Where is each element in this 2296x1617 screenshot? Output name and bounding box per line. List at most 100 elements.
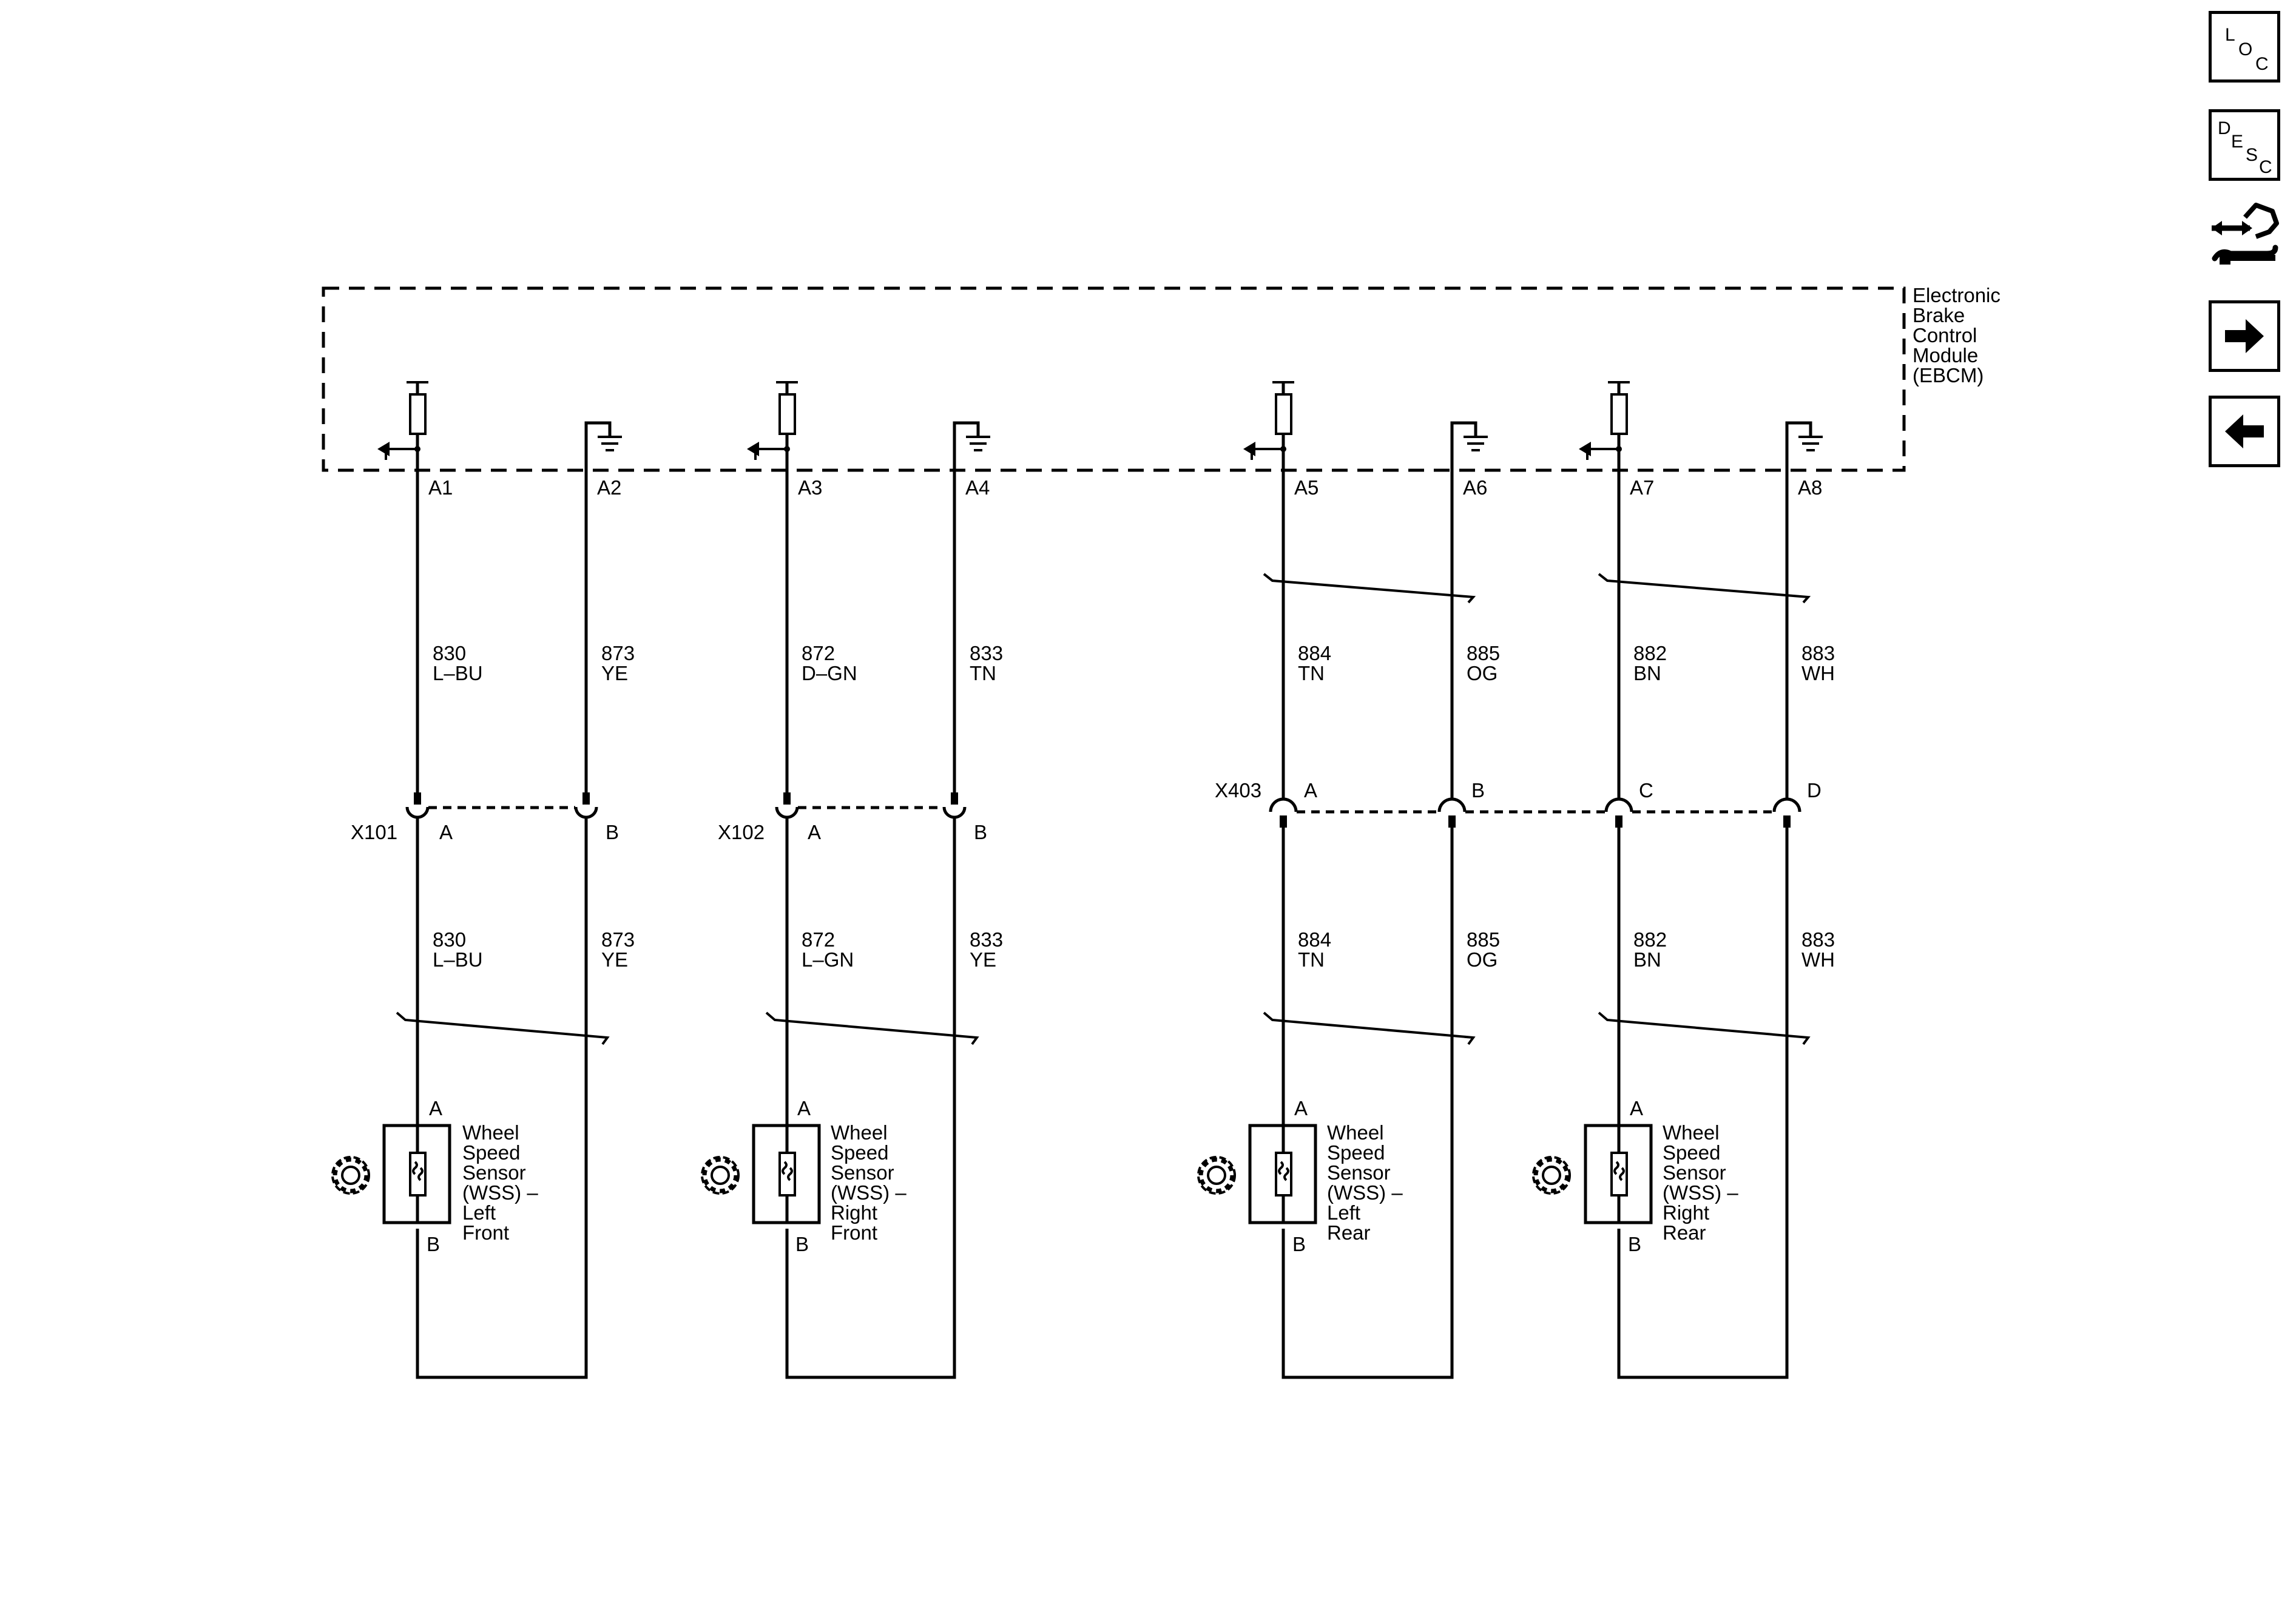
connector-pin: D [1807,779,1822,802]
arrow-right-icon [2225,319,2264,353]
sensor-label-line: Sensor [1327,1161,1391,1184]
ebcm-feed-a5 [1243,381,1294,470]
circuit-number: 830 [433,928,466,951]
ebcm-ground-a4 [953,421,990,470]
sensor-label-line: Front [831,1221,877,1244]
circuit-color: D–GN [802,662,857,684]
sensor-label-line: Speed [1663,1141,1720,1164]
gear-icon [701,1156,740,1195]
circuit-color: YE [601,662,628,684]
twisted-pair-marks-lower [396,1011,1811,1045]
arrow-left-icon [2225,414,2264,448]
module-label-line: Control [1913,324,1977,346]
sensor-pin-b: B [427,1233,440,1255]
sensor-label-line: (WSS) – [831,1181,907,1204]
sensor-label-line: Speed [462,1141,520,1164]
connector-pin: B [974,821,987,843]
circuit-number: 872 [802,928,835,951]
circuit-color: BN [1633,662,1661,684]
circuit-color: WH [1801,948,1835,971]
sensor-pin-b: B [1292,1233,1306,1255]
gear-icon [1532,1156,1571,1195]
next-page-button[interactable] [2209,300,2280,372]
circuit-color: TN [1298,662,1325,684]
loc-letter-c: C [2255,54,2269,74]
circuit-number: 882 [1633,928,1667,951]
ebcm-ground-a2 [584,421,622,470]
ebcm-ground-a6 [1450,421,1488,470]
wheel-speed-sensor-right-rear: A B Wheel Speed Sensor (WSS) – Right Rea… [1532,1097,1738,1255]
pin-label: A2 [597,476,621,499]
desc-letter-e: E [2231,132,2244,152]
twisted-pair-mark-upper-left-rear [1263,573,1476,604]
connector-pin: B [1471,779,1485,802]
gear-icon [1197,1156,1236,1195]
circuit-number: 833 [970,928,1003,951]
sensor-pin-a: A [1294,1097,1308,1119]
ebcm-feed-a7 [1579,381,1630,470]
circuit-color: L–GN [802,948,854,971]
description-view-button[interactable]: D E S C [2209,109,2280,181]
wheel-speed-sensor-left-front: A B Wheel Speed Sensor (WSS) – Left Fron… [331,1097,538,1255]
ebcm-module-label: Electronic Brake Control Module (EBCM) [1913,284,2001,387]
circuit-number: 882 [1633,642,1667,664]
circuit-color: YE [601,948,628,971]
circuit-number: 883 [1801,642,1835,664]
desc-letter-s: S [2246,145,2258,165]
circuit-number: 884 [1298,642,1331,664]
desc-letter-c: C [2259,157,2272,177]
sensor-pin-a: A [797,1097,811,1119]
connector-x101: X101 A B [351,792,619,843]
wheel-speed-sensor-right-front: A B Wheel Speed Sensor (WSS) – Right Fro… [701,1097,907,1255]
connector-name: X403 [1215,779,1261,802]
ebcm-feed-a1 [377,381,428,470]
circuit-number: 883 [1801,928,1835,951]
sensor-pin-b: B [795,1233,809,1255]
connector-name: X101 [351,821,397,843]
upper-wire-segments [416,470,1789,800]
connector-name: X102 [718,821,765,843]
sensor-label-line: Right [1663,1201,1709,1224]
sensor-label-line: (WSS) – [462,1181,538,1204]
ebcm-module-boundary [322,286,1906,472]
circuit-color: L–BU [433,662,483,684]
sensor-label-line: Front [462,1221,509,1244]
gear-icon [331,1156,370,1195]
pin-label: A5 [1294,476,1319,499]
module-label-line: Electronic [1913,284,2001,306]
sensor-label-line: Rear [1327,1221,1371,1244]
circuit-number: 872 [802,642,835,664]
pin-label: A7 [1630,476,1654,499]
previous-page-button[interactable] [2209,396,2280,467]
desc-letter-d: D [2218,118,2231,138]
sensor-label-line: Wheel [1663,1121,1720,1144]
connector-pin: B [606,821,619,843]
circuit-color: OG [1467,662,1497,684]
circuit-color: YE [970,948,996,971]
circuit-color: BN [1633,948,1661,971]
loc-letter-o: O [2238,39,2253,59]
location-view-button[interactable]: L O C [2209,11,2280,83]
sensor-pin-b: B [1628,1233,1641,1255]
sensor-label-line: Sensor [831,1161,894,1184]
sensor-label-line: Left [462,1201,496,1224]
ebcm-ground-a8 [1785,421,1823,470]
service-tools-button[interactable] [2209,200,2280,272]
sensor-label-line: Wheel [831,1121,888,1144]
circuit-number: 884 [1298,928,1331,951]
sensor-pin-a: A [1630,1097,1643,1119]
circuit-color: L–BU [433,948,483,971]
module-label-line: Brake [1913,304,1965,326]
pin-label: A4 [965,476,990,499]
wheel-speed-sensor-left-rear: A B Wheel Speed Sensor (WSS) – Left Rear [1197,1097,1403,1255]
circuit-number: 885 [1467,642,1500,664]
connector-pin: A [808,821,821,843]
connector-x403: X403 A B C D [1215,779,1822,828]
sensor-label-line: Wheel [462,1121,519,1144]
circuit-color: WH [1801,662,1835,684]
circuit-number: 873 [601,642,635,664]
sensor-pin-a: A [429,1097,442,1119]
sensor-label-line: Sensor [462,1161,526,1184]
circuit-number: 833 [970,642,1003,664]
